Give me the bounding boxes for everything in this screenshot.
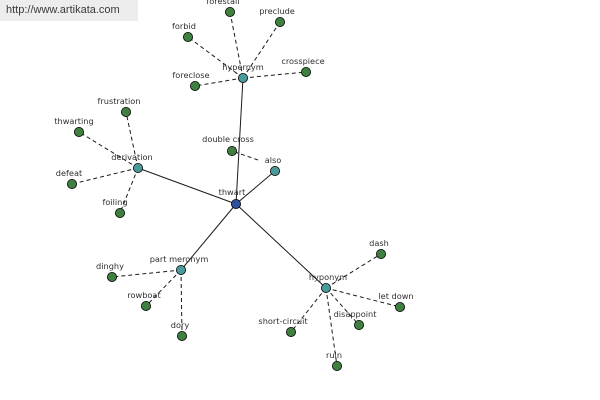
- url-banner[interactable]: http://www.artikata.com: [0, 0, 138, 21]
- word-node-double-cross-dot[interactable]: [226, 145, 237, 156]
- relation-node-hyponym-dot[interactable]: [320, 282, 331, 293]
- word-node-ruin[interactable]: ruin: [326, 350, 342, 371]
- edge-derivation-foiling: [119, 167, 139, 214]
- word-node-ruin-label: ruin: [326, 350, 342, 360]
- relation-node-also-dot[interactable]: [269, 165, 280, 176]
- graph-edges: [71, 11, 401, 367]
- root-node-thwart-label: thwart: [219, 187, 246, 197]
- word-node-rowboat[interactable]: rowboat: [127, 290, 161, 311]
- relation-node-hyponym[interactable]: hyponym: [309, 272, 347, 293]
- edge-thwart-derivation: [137, 167, 237, 205]
- edge-derivation-thwarting: [78, 131, 139, 169]
- edge-thwart-part-meronym: [180, 203, 237, 271]
- word-node-crosspiece-dot[interactable]: [300, 67, 311, 78]
- relation-node-hyponym-label: hyponym: [309, 272, 347, 282]
- edge-hypernym-crosspiece: [242, 71, 307, 79]
- word-node-ruin-dot[interactable]: [331, 360, 342, 371]
- word-node-dash-dot[interactable]: [375, 248, 386, 259]
- word-node-short-circuit-dot[interactable]: [285, 326, 296, 337]
- edge-thwart-hypernym: [235, 77, 244, 205]
- word-node-thwarting-dot[interactable]: [74, 127, 85, 138]
- word-node-disappoint-dot[interactable]: [353, 319, 364, 330]
- relation-node-also-label: also: [265, 155, 282, 165]
- root-node-thwart[interactable]: thwart: [219, 187, 246, 209]
- edge-thwart-also: [235, 170, 276, 205]
- word-node-forbid[interactable]: forbid: [172, 21, 196, 43]
- edge-hypernym-forestall: [229, 11, 244, 79]
- word-node-foreclose-dot[interactable]: [189, 81, 200, 92]
- edge-part-meronym-dinghy: [111, 269, 182, 278]
- word-node-thwarting-label: thwarting: [54, 116, 93, 126]
- word-node-dory-label: dory: [171, 320, 190, 330]
- edge-hyponym-short-circuit: [290, 287, 327, 333]
- word-node-forestall-label: forestall: [206, 0, 239, 6]
- edge-hypernym-forbid: [187, 36, 244, 79]
- word-node-foreclose-label: foreclose: [172, 70, 209, 80]
- word-node-thwarting[interactable]: thwarting: [54, 116, 94, 138]
- graph-nodes: hypernym forestall preclude forbid foreclose…: [54, 0, 414, 371]
- word-node-dory-dot[interactable]: [176, 330, 187, 341]
- word-node-forestall[interactable]: forestall: [206, 0, 240, 17]
- word-node-defeat[interactable]: defeat: [56, 168, 83, 189]
- word-node-frustration-label: frustration: [98, 96, 141, 106]
- word-node-double-cross[interactable]: double cross: [202, 134, 254, 156]
- edge-part-meronym-rowboat: [145, 269, 182, 307]
- word-node-forbid-dot[interactable]: [182, 32, 193, 43]
- word-node-preclude-dot[interactable]: [274, 16, 285, 27]
- word-node-dash-label: dash: [369, 238, 389, 248]
- edge-hypernym-foreclose: [194, 77, 244, 87]
- word-node-crosspiece-label: crosspiece: [281, 56, 324, 66]
- relation-node-derivation[interactable]: derivation: [111, 152, 153, 173]
- word-node-rowboat-label: rowboat: [127, 290, 161, 300]
- edge-thwart-hyponym: [235, 203, 327, 289]
- word-node-forestall-dot[interactable]: [224, 7, 235, 17]
- word-node-foiling-dot[interactable]: [115, 207, 126, 218]
- word-node-let-down[interactable]: let down: [378, 291, 414, 312]
- edge-derivation-frustration: [125, 111, 139, 169]
- word-node-dory[interactable]: dory: [171, 320, 190, 341]
- word-node-double-cross-label: double cross: [202, 134, 254, 144]
- relation-node-part-meronym-dot[interactable]: [175, 264, 186, 275]
- relation-node-hypernym-label: hypernym: [222, 62, 264, 72]
- relation-node-hypernym-dot[interactable]: [237, 73, 248, 84]
- word-node-let-down-dot[interactable]: [394, 301, 405, 312]
- relation-node-derivation-label: derivation: [111, 152, 152, 162]
- relation-node-part-meronym-label: part meronym: [150, 254, 209, 264]
- word-node-dinghy-label: dinghy: [96, 261, 124, 271]
- word-node-dash[interactable]: dash: [369, 238, 389, 259]
- word-node-crosspiece[interactable]: crosspiece: [281, 56, 325, 78]
- word-node-forbid-label: forbid: [172, 21, 196, 31]
- relation-node-also[interactable]: also: [265, 155, 282, 176]
- word-node-defeat-label: defeat: [56, 168, 83, 178]
- word-node-defeat-dot[interactable]: [67, 178, 78, 189]
- word-node-foiling-label: foiling: [102, 197, 127, 207]
- word-node-foreclose[interactable]: foreclose: [172, 70, 210, 92]
- edge-hyponym-let-down: [325, 287, 401, 308]
- word-node-preclude-label: preclude: [259, 6, 295, 16]
- edge-derivation-defeat: [71, 167, 139, 185]
- word-node-dinghy-dot[interactable]: [107, 271, 118, 282]
- word-node-dinghy[interactable]: dinghy: [96, 261, 124, 282]
- word-node-disappoint[interactable]: disappoint: [334, 309, 378, 330]
- relation-node-part-meronym[interactable]: part meronym: [150, 254, 209, 275]
- word-node-short-circuit[interactable]: short-circuit: [258, 316, 308, 337]
- relation-node-derivation-dot[interactable]: [132, 162, 143, 173]
- word-node-frustration-dot[interactable]: [121, 107, 132, 118]
- edge-hyponym-ruin: [325, 287, 338, 367]
- relation-node-hypernym[interactable]: hypernym: [222, 62, 264, 84]
- word-node-foiling[interactable]: foiling: [102, 197, 128, 218]
- word-node-rowboat-dot[interactable]: [140, 300, 151, 311]
- word-node-preclude[interactable]: preclude: [259, 6, 295, 27]
- edge-hyponym-dash: [325, 253, 382, 289]
- word-node-let-down-label: let down: [378, 291, 413, 301]
- edge-hyponym-disappoint: [325, 287, 360, 326]
- word-node-frustration[interactable]: frustration: [98, 96, 141, 118]
- word-node-short-circuit-label: short-circuit: [258, 316, 308, 326]
- root-node-thwart-dot[interactable]: [230, 198, 241, 209]
- word-node-disappoint-label: disappoint: [334, 309, 378, 319]
